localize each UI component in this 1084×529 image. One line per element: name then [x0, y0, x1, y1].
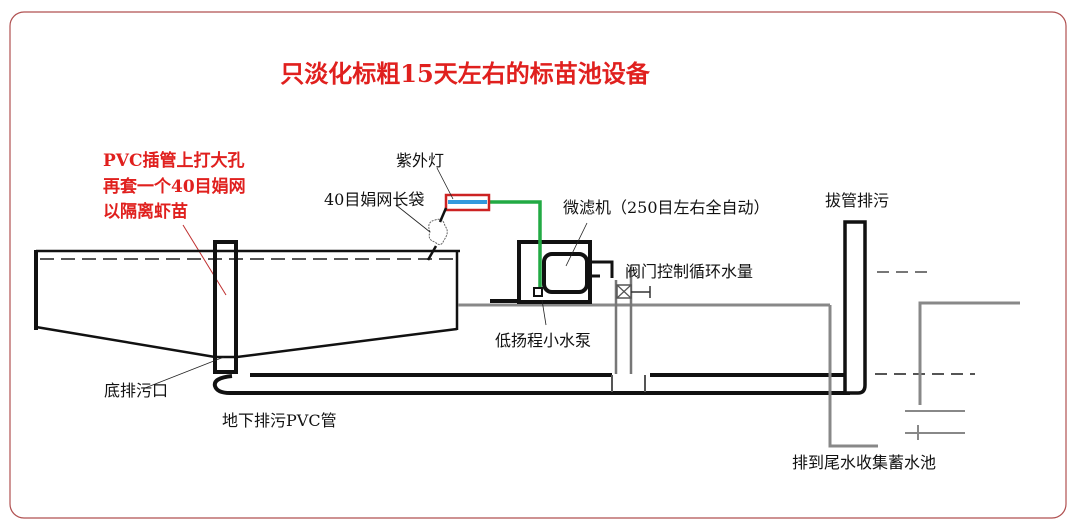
- water-pipe-green: [487, 200, 542, 292]
- label-pump: 低扬程小水泵: [495, 331, 591, 350]
- label-bottom-drain: 底排污口: [104, 381, 168, 400]
- pull-drain-standpipe: [843, 220, 867, 395]
- valve-icon[interactable]: [616, 284, 651, 299]
- annotation-line-3: 以隔离虾苗: [103, 201, 188, 222]
- ground-line: [458, 303, 878, 448]
- return-pipe: [614, 265, 633, 374]
- frame-border: [9, 11, 1067, 519]
- label-uv-lamp: 紫外灯: [396, 151, 444, 170]
- tail-water-pond: [875, 271, 1020, 440]
- nursery-pond: [34, 249, 460, 359]
- annotation-leader: [182, 224, 227, 296]
- annotation-line-2: 再套一个40目娟网: [103, 176, 246, 197]
- label-underground-pipe: 地下排污PVC管: [222, 411, 337, 430]
- label-to-tail-pond: 排到尾水收集蓄水池: [792, 453, 936, 472]
- label-mesh-bag: 40目娟网长袋: [324, 190, 424, 209]
- label-micro-filter: 微滤机（250目左右全自动）: [563, 198, 770, 217]
- underground-pvc-pipe: [212, 373, 850, 395]
- label-pull-pipe-drain: 拔管排污: [825, 191, 889, 210]
- small-pump-icon: [533, 287, 543, 297]
- filter-outlet-pipe: [590, 260, 614, 278]
- pvc-standpipe: [213, 240, 238, 374]
- leader-lines: [144, 167, 588, 389]
- red-annotation: PVC插管上打大孔 再套一个40目娟网 以隔离虾苗: [103, 150, 246, 222]
- diagram-title: 只淡化标粗15天左右的标苗池设备: [280, 59, 650, 88]
- mesh-bag-icon: [426, 207, 448, 261]
- uv-lamp: [444, 193, 491, 212]
- micro-filter-drum: [542, 252, 589, 294]
- label-valve: 阀门控制循环水量: [625, 262, 753, 281]
- annotation-line-1: PVC插管上打大孔: [103, 150, 245, 171]
